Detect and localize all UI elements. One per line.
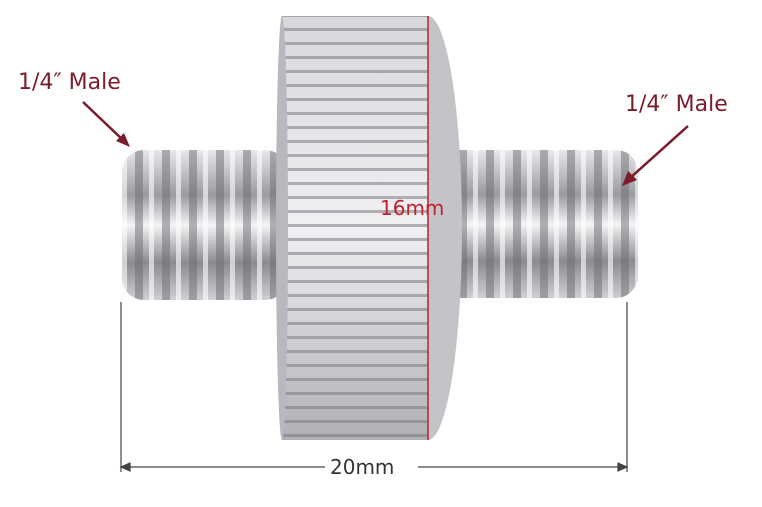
length-dimension-label: 20mm [330,455,395,479]
length-dimension-line [119,302,629,472]
knurled-wheel [276,16,462,440]
left-arrow [82,101,130,147]
height-dimension-label: 16mm [380,196,445,220]
left-thread-label: 1/4″ Male [18,70,121,95]
right-thread-label: 1/4″ Male [625,92,728,117]
right-thread [432,150,638,298]
left-thread [122,150,287,300]
right-arrow [622,125,689,186]
